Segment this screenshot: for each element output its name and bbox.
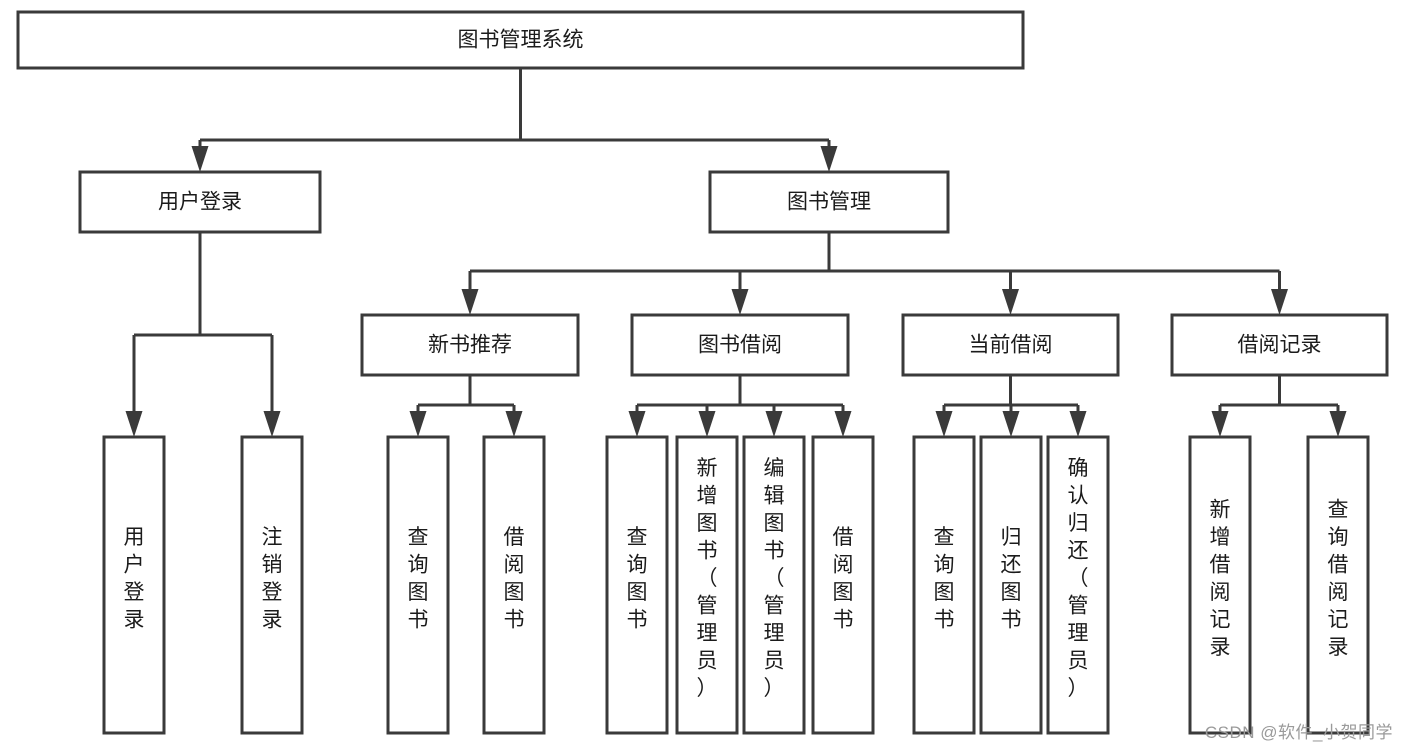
node-label: 新增图书（管理员） <box>697 457 718 700</box>
node-label: 新增借阅记录 <box>1210 498 1231 659</box>
node-book-borrow[interactable]: 图书借阅 <box>630 313 850 377</box>
node-leaf-query-borrow-record[interactable]: 查询借阅记录 <box>1306 435 1370 735</box>
node-root[interactable]: 图书管理系统 <box>16 10 1025 70</box>
node-box <box>360 313 580 377</box>
node-label: 当前借阅 <box>969 334 1053 357</box>
node-label: 归还图书 <box>1001 526 1022 632</box>
arrow-head-icon <box>834 411 852 437</box>
node-box <box>386 435 450 735</box>
node-box <box>1188 435 1252 735</box>
node-user-login[interactable]: 用户登录 <box>78 170 322 234</box>
node-box <box>675 435 739 735</box>
node-label: 借阅图书 <box>833 526 854 632</box>
node-leaf-confirm-return-admin[interactable]: 确认归还（管理员） <box>1046 435 1110 735</box>
node-label: 用户登录 <box>158 191 242 214</box>
node-label: 新书推荐 <box>428 334 512 357</box>
node-box <box>78 170 322 234</box>
connector-group-borrow-record <box>1211 375 1347 437</box>
node-box <box>102 435 166 735</box>
node-book-management[interactable]: 图书管理 <box>708 170 950 234</box>
node-box <box>901 313 1120 377</box>
node-label: 编辑图书（管理员） <box>764 457 785 700</box>
connector-layer <box>125 68 1347 437</box>
node-leaf-query-book-rec[interactable]: 查询图书 <box>386 435 450 735</box>
arrow-head-icon <box>125 411 143 437</box>
node-box <box>708 170 950 234</box>
node-new-book-recommend[interactable]: 新书推荐 <box>360 313 580 377</box>
node-leaf-borrow-book-rec[interactable]: 借阅图书 <box>482 435 546 735</box>
node-label: 借阅图书 <box>504 526 525 632</box>
arrow-head-icon <box>628 411 646 437</box>
node-box <box>742 435 806 735</box>
node-leaf-add-borrow-record[interactable]: 新增借阅记录 <box>1188 435 1252 735</box>
node-label: 借阅记录 <box>1238 334 1322 357</box>
connector-group-user-login <box>125 232 281 437</box>
node-leaf-edit-book-admin[interactable]: 编辑图书（管理员） <box>742 435 806 735</box>
node-box <box>605 435 669 735</box>
arrow-head-icon <box>935 411 953 437</box>
node-box <box>1170 313 1389 377</box>
node-box <box>811 435 875 735</box>
connector-group-root <box>191 68 838 172</box>
connector-group-book-borrow <box>628 375 852 437</box>
node-box <box>912 435 976 735</box>
arrow-head-icon <box>263 411 281 437</box>
node-label: 查询借阅记录 <box>1328 498 1349 659</box>
arrow-head-icon <box>1329 411 1347 437</box>
node-leaf-query-book-borrow[interactable]: 查询图书 <box>605 435 669 735</box>
arrow-head-icon <box>1069 411 1087 437</box>
arrow-head-icon <box>1002 411 1020 437</box>
arrow-head-icon <box>409 411 427 437</box>
node-label: 图书借阅 <box>698 334 782 357</box>
node-leaf-return-book[interactable]: 归还图书 <box>979 435 1043 735</box>
node-box <box>482 435 546 735</box>
node-leaf-user-login[interactable]: 用户登录 <box>102 435 166 735</box>
arrow-head-icon <box>765 411 783 437</box>
connector-group-book-management <box>461 232 1288 315</box>
node-leaf-logout[interactable]: 注销登录 <box>240 435 304 735</box>
arrow-head-icon <box>461 289 479 315</box>
arrow-head-icon <box>698 411 716 437</box>
node-current-borrow[interactable]: 当前借阅 <box>901 313 1120 377</box>
node-box <box>1306 435 1370 735</box>
arrow-head-icon <box>820 146 838 172</box>
arrow-head-icon <box>1002 289 1019 315</box>
arrow-head-icon <box>191 146 209 172</box>
arrow-head-icon <box>1211 411 1229 437</box>
node-label: 图书管理 <box>787 191 871 214</box>
node-label: 查询图书 <box>408 526 429 632</box>
arrow-head-icon <box>505 411 523 437</box>
node-box <box>16 10 1025 70</box>
node-label: 图书管理系统 <box>458 29 584 52</box>
node-layer: 图书管理系统用户登录图书管理新书推荐图书借阅当前借阅借阅记录用户登录注销登录查询… <box>16 10 1389 735</box>
arrow-head-icon <box>1271 289 1288 315</box>
node-label: 查询图书 <box>934 526 955 632</box>
node-label: 查询图书 <box>627 526 648 632</box>
node-leaf-borrow-book[interactable]: 借阅图书 <box>811 435 875 735</box>
node-box <box>630 313 850 377</box>
node-label: 注销登录 <box>262 526 283 632</box>
connector-group-current-borrow <box>935 375 1087 437</box>
node-label: 用户登录 <box>124 526 145 632</box>
node-box <box>979 435 1043 735</box>
node-borrow-record[interactable]: 借阅记录 <box>1170 313 1389 377</box>
arrow-head-icon <box>731 289 749 315</box>
node-label: 确认归还（管理员） <box>1068 457 1089 700</box>
node-box <box>1046 435 1110 735</box>
node-leaf-add-book-admin[interactable]: 新增图书（管理员） <box>675 435 739 735</box>
node-leaf-query-book-current[interactable]: 查询图书 <box>912 435 976 735</box>
node-box <box>240 435 304 735</box>
connector-group-new-book-recommend <box>409 375 523 437</box>
